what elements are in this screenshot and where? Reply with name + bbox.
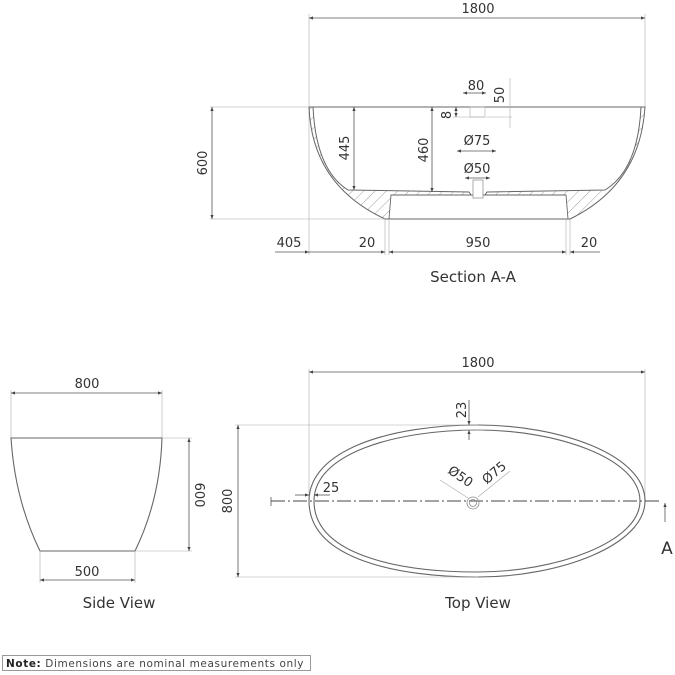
top-view: 1800 A 800 23 25 Ø50 Ø75 Top View [221,356,673,612]
side-outline [10,437,163,552]
dim-base: 950 [466,236,491,251]
dim-inner-depth-side: 445 [338,136,353,161]
top-dim-rim-side: 25 [323,481,340,496]
dim-length: 1800 [461,2,494,17]
top-title: Top View [444,594,511,612]
top-dim-rim-top: 23 [455,402,470,419]
dim-wall-right: 20 [581,236,598,251]
side-view: 800 600 500 Side View [10,377,206,612]
top-dim-width: 800 [221,489,236,514]
dim-overflow-offset: 50 [493,87,508,104]
section-marker: A [661,539,673,559]
note-label: Note: [6,658,42,670]
dim-waste-outer: Ø75 [464,134,491,149]
top-inner-outline [313,429,641,573]
dim-overflow-width: 80 [468,79,485,94]
note-text: Dimensions are nominal measurements only [45,658,305,670]
section-title: Section A-A [430,268,517,286]
waste-outlet [472,179,484,199]
dim-offset-left: 405 [277,236,302,251]
base-recess [388,194,569,220]
side-dim-base-width: 500 [75,565,100,580]
dim-inner-depth-center: 460 [417,138,432,163]
section-view: 1800 600 445 460 8 80 50 Ø75 Ø50 [196,2,646,286]
side-dim-height: 600 [191,483,206,508]
dim-wall-left: 20 [359,236,376,251]
dim-height: 600 [196,151,211,176]
side-dim-top-width: 800 [75,377,100,392]
top-dim-length: 1800 [461,356,494,371]
dim-overflow-height: 8 [440,111,455,119]
bowl-wall [308,106,646,220]
dim-waste-inner: Ø50 [464,162,491,177]
waste-inner-circle [469,499,477,507]
note-box: Note: Dimensions are nominal measurement… [2,655,311,671]
side-title: Side View [83,594,156,612]
overflow [469,106,486,118]
waste-outer-circle [466,496,480,510]
top-dim-waste-inner: Ø50 [445,463,476,491]
